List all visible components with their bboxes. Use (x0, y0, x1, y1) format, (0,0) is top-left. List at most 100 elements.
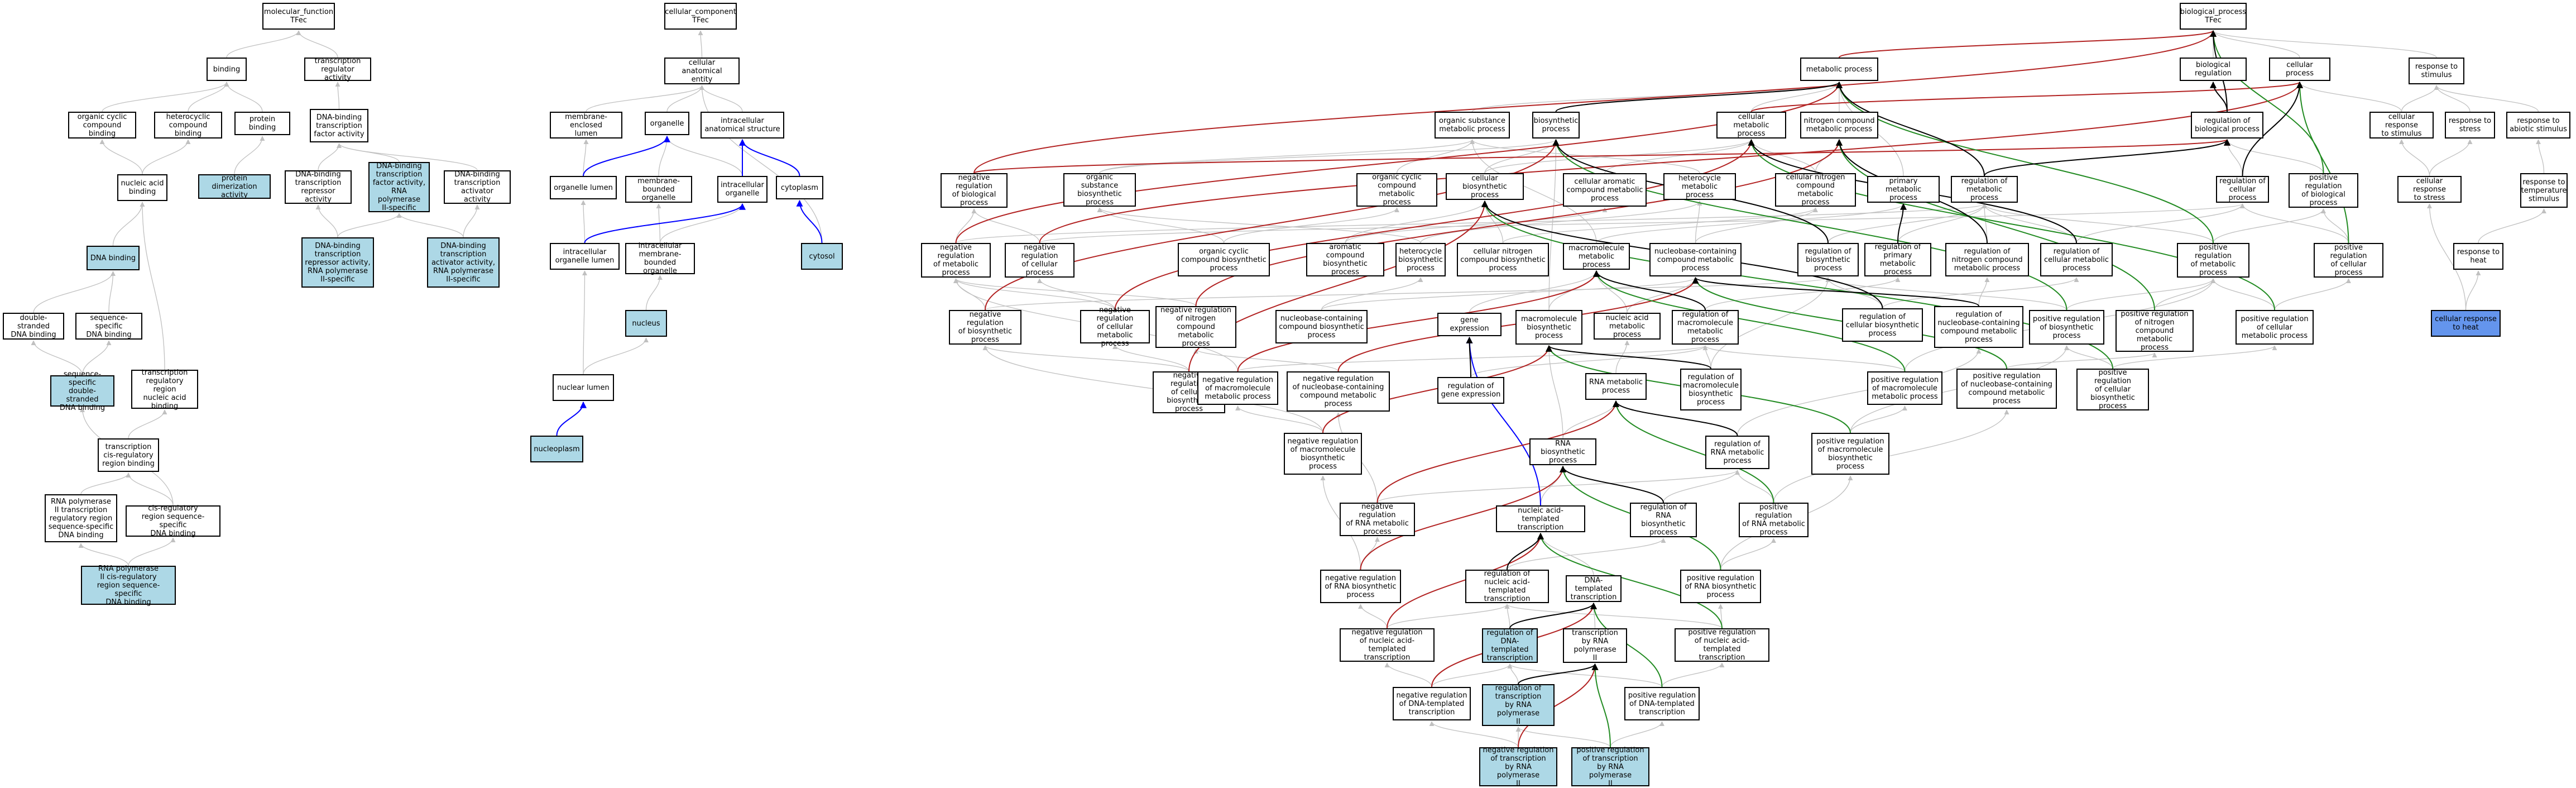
go-term-crstim[interactable]: cellular response to stimulus (2369, 112, 2434, 139)
go-term-nab[interactable]: nucleic acid binding (117, 174, 167, 201)
go-term-ias[interactable]: intracellular anatomical structure (701, 112, 784, 139)
go-term-nrcmp[interactable]: negative regulation of cellular metaboli… (1080, 306, 1150, 348)
go-term-mbo[interactable]: membrane-bounded organelle (625, 176, 692, 203)
go-term-rtstress[interactable]: response to stress (2445, 112, 2495, 139)
go-term-hcb[interactable]: heterocyclic compound binding (154, 112, 222, 139)
go-term-dbtact2[interactable]: DNA-binding transcription activator acti… (427, 237, 500, 288)
go-term-nrrnamp[interactable]: negative regulation of RNA metabolic pro… (1340, 503, 1415, 536)
go-term-rnabp[interactable]: RNA biosynthetic process (1529, 438, 1596, 465)
go-term-rnamp[interactable]: RNA metabolic process (1585, 373, 1647, 400)
go-term-nrtpol2[interactable]: negative regulation of transcription by … (1479, 746, 1557, 788)
go-term-prncmp[interactable]: positive regulation of nitrogen compound… (2116, 310, 2194, 352)
go-term-protb[interactable]: protein binding (234, 112, 290, 135)
go-term-nrncmp[interactable]: negative regulation of nitrogen compound… (1155, 306, 1236, 348)
go-term-bp[interactable]: biological_process TFec (2180, 3, 2247, 30)
go-term-cproc[interactable]: cellular process (2269, 58, 2330, 81)
go-term-prcbp[interactable]: positive regulation of cellular biosynth… (2076, 369, 2149, 410)
go-term-cyto[interactable]: cytoplasm (776, 176, 823, 199)
go-term-rnbcmp[interactable]: regulation of nucleobase-containing comp… (1934, 306, 2023, 348)
go-term-dbtact[interactable]: DNA-binding transcription activator acti… (444, 170, 511, 204)
go-term-ssdsdna[interactable]: sequence-specific double-stranded DNA bi… (50, 370, 114, 412)
go-term-cmp[interactable]: cellular metabolic process (1716, 112, 1786, 139)
go-term-nbcmp[interactable]: nucleobase-containing compound metabolic… (1649, 243, 1742, 276)
go-term-prcp[interactable]: positive regulation of cellular process (2314, 243, 2383, 278)
go-term-rge[interactable]: regulation of gene expression (1437, 377, 1504, 404)
go-term-osbp[interactable]: organic substance biosynthetic process (1063, 173, 1136, 207)
go-term-prdnatt[interactable]: positive regulation of DNA-templated tra… (1624, 687, 1700, 720)
go-term-occbp[interactable]: organic cyclic compound biosynthetic pro… (1178, 243, 1270, 276)
go-term-rnapol2b[interactable]: RNA polymerase II transcription regulato… (45, 494, 117, 542)
go-term-nrmp[interactable]: negative regulation of metabolic process (921, 243, 991, 278)
go-term-cc[interactable]: cellular_component TFec (664, 3, 737, 30)
go-term-nrcp[interactable]: negative regulation of cellular process (1005, 243, 1074, 278)
go-term-rnapol2cis[interactable]: RNA polymerase II cis-regulatory region … (81, 565, 176, 606)
go-term-gexp[interactable]: gene expression (1437, 313, 1502, 336)
go-term-rbp[interactable]: regulation of biosynthetic process (1797, 243, 1859, 276)
go-term-breg[interactable]: biological regulation (2180, 58, 2247, 81)
go-term-prmbp[interactable]: positive regulation of macromolecule bio… (1811, 433, 1889, 475)
go-term-rttemp[interactable]: response to temperature stimulus (2520, 173, 2568, 208)
go-term-nuclum[interactable]: nuclear lumen (553, 374, 614, 401)
go-term-rtabio[interactable]: response to abiotic stimulus (2506, 112, 2570, 139)
go-term-pmp[interactable]: primary metabolic process (1867, 176, 1940, 203)
go-term-prrnamp[interactable]: positive regulation of RNA metabolic pro… (1739, 503, 1809, 537)
go-term-cisreg[interactable]: cis-regulatory region sequence-specific … (126, 504, 220, 538)
go-term-trnab[interactable]: transcription regulatory region nucleic … (131, 369, 198, 410)
go-term-ncmp[interactable]: nitrogen compound metabolic process (1800, 112, 1878, 139)
go-term-rpmp[interactable]: regulation of primary metabolic process (1864, 243, 1931, 276)
go-term-rdnatt[interactable]: regulation of DNA-templated transcriptio… (1482, 628, 1538, 663)
go-term-prbp[interactable]: positive regulation of biological proces… (2289, 173, 2358, 208)
go-term-cncmp[interactable]: cellular nitrogen compound metabolic pro… (1775, 173, 1856, 207)
go-term-rrnamp[interactable]: regulation of RNA metabolic process (1705, 436, 1769, 469)
go-term-trreg[interactable]: transcription regulator activity (304, 57, 371, 82)
go-term-hbp[interactable]: heterocycle biosynthetic process (1395, 243, 1446, 276)
go-term-imbo[interactable]: intracellular membrane-bounded organelle (625, 242, 695, 275)
go-term-iol[interactable]: intracellular organelle lumen (550, 243, 620, 270)
go-term-prnbcmp[interactable]: positive regulation of nucleobase-contai… (1956, 369, 2057, 409)
go-term-biosyn[interactable]: biosynthetic process (1532, 112, 1580, 139)
go-term-mf[interactable]: molecular_function TFec (262, 3, 335, 30)
go-term-dbtf[interactable]: DNA-binding transcription factor activit… (310, 109, 368, 142)
go-term-rtheat[interactable]: response to heat (2453, 243, 2503, 270)
go-term-protdim[interactable]: protein dimerization activity (198, 174, 271, 199)
go-term-prmmp[interactable]: positive regulation of macromolecule met… (1867, 371, 1942, 405)
go-term-nrnatt[interactable]: negative regulation of nucleic acid-temp… (1340, 628, 1435, 662)
go-term-ssdna[interactable]: sequence-specific DNA binding (75, 313, 142, 340)
go-term-rcmp[interactable]: regulation of cellular metabolic process (2040, 243, 2113, 276)
go-term-rcbp[interactable]: regulation of cellular biosynthetic proc… (1842, 308, 1923, 342)
go-term-rncmp[interactable]: regulation of nitrogen compound metaboli… (1945, 243, 2029, 276)
go-term-rrnabp[interactable]: regulation of RNA biosynthetic process (1630, 503, 1697, 537)
go-term-nbcbp[interactable]: nucleobase-containing compound biosynthe… (1275, 310, 1368, 343)
go-term-osmp[interactable]: organic substance metabolic process (1435, 112, 1510, 139)
go-term-dbtrep2[interactable]: DNA-binding transcription repressor acti… (301, 237, 374, 288)
go-term-nrmbp[interactable]: negative regulation of macromolecule bio… (1284, 433, 1362, 475)
go-term-nucleus[interactable]: nucleus (625, 310, 667, 337)
go-term-dsdna[interactable]: double-stranded DNA binding (3, 313, 64, 340)
go-term-rmmp[interactable]: regulation of macromolecule metabolic pr… (1672, 310, 1739, 345)
go-term-cacmp[interactable]: cellular aromatic compound metabolic pro… (1563, 173, 1647, 207)
go-term-tcrrb[interactable]: transcription cis-regulatory region bind… (98, 438, 159, 472)
go-term-intorg[interactable]: intracellular organelle (717, 176, 767, 203)
go-term-cbp[interactable]: cellular biosynthetic process (1446, 173, 1524, 200)
go-term-natt[interactable]: nucleic acid-templated transcription (1496, 505, 1585, 532)
go-term-rmp[interactable]: regulation of metabolic process (1951, 176, 2018, 203)
go-term-crheat[interactable]: cellular response to heat (2431, 310, 2501, 337)
go-term-cytosol[interactable]: cytosol (801, 243, 843, 270)
go-term-acbp[interactable]: aromatic compound biosynthetic process (1306, 243, 1384, 276)
go-term-namp[interactable]: nucleic acid metabolic process (1594, 313, 1661, 340)
go-term-nucleoplasm[interactable]: nucleoplasm (530, 436, 583, 462)
go-term-binding[interactable]: binding (207, 58, 247, 81)
go-term-nrmmp[interactable]: negative regulation of macromolecule met… (1197, 371, 1278, 405)
go-term-prcmp[interactable]: positive regulation of cellular metaboli… (2236, 310, 2314, 345)
go-term-mmp[interactable]: macromolecule metabolic process (1563, 243, 1630, 270)
go-term-prtpol2[interactable]: positive regulation of transcription by … (1571, 746, 1649, 788)
go-term-prbsp[interactable]: positive regulation of biosynthetic proc… (2029, 310, 2104, 345)
go-term-nrdnatt[interactable]: negative regulation of DNA-templated tra… (1393, 687, 1471, 720)
go-term-ocb[interactable]: organic cyclic compound binding (68, 112, 136, 139)
go-term-prnatt[interactable]: positive regulation of nucleic acid-temp… (1675, 628, 1769, 662)
go-term-regbp[interactable]: regulation of biological process (2191, 112, 2263, 139)
go-term-rmbp[interactable]: regulation of macromolecule biosynthetic… (1680, 369, 1742, 410)
go-term-metab[interactable]: metabolic process (1800, 58, 1878, 81)
go-term-rtstim[interactable]: response to stimulus (2409, 58, 2464, 84)
go-term-occmp[interactable]: organic cyclic compound metabolic proces… (1356, 173, 1437, 207)
